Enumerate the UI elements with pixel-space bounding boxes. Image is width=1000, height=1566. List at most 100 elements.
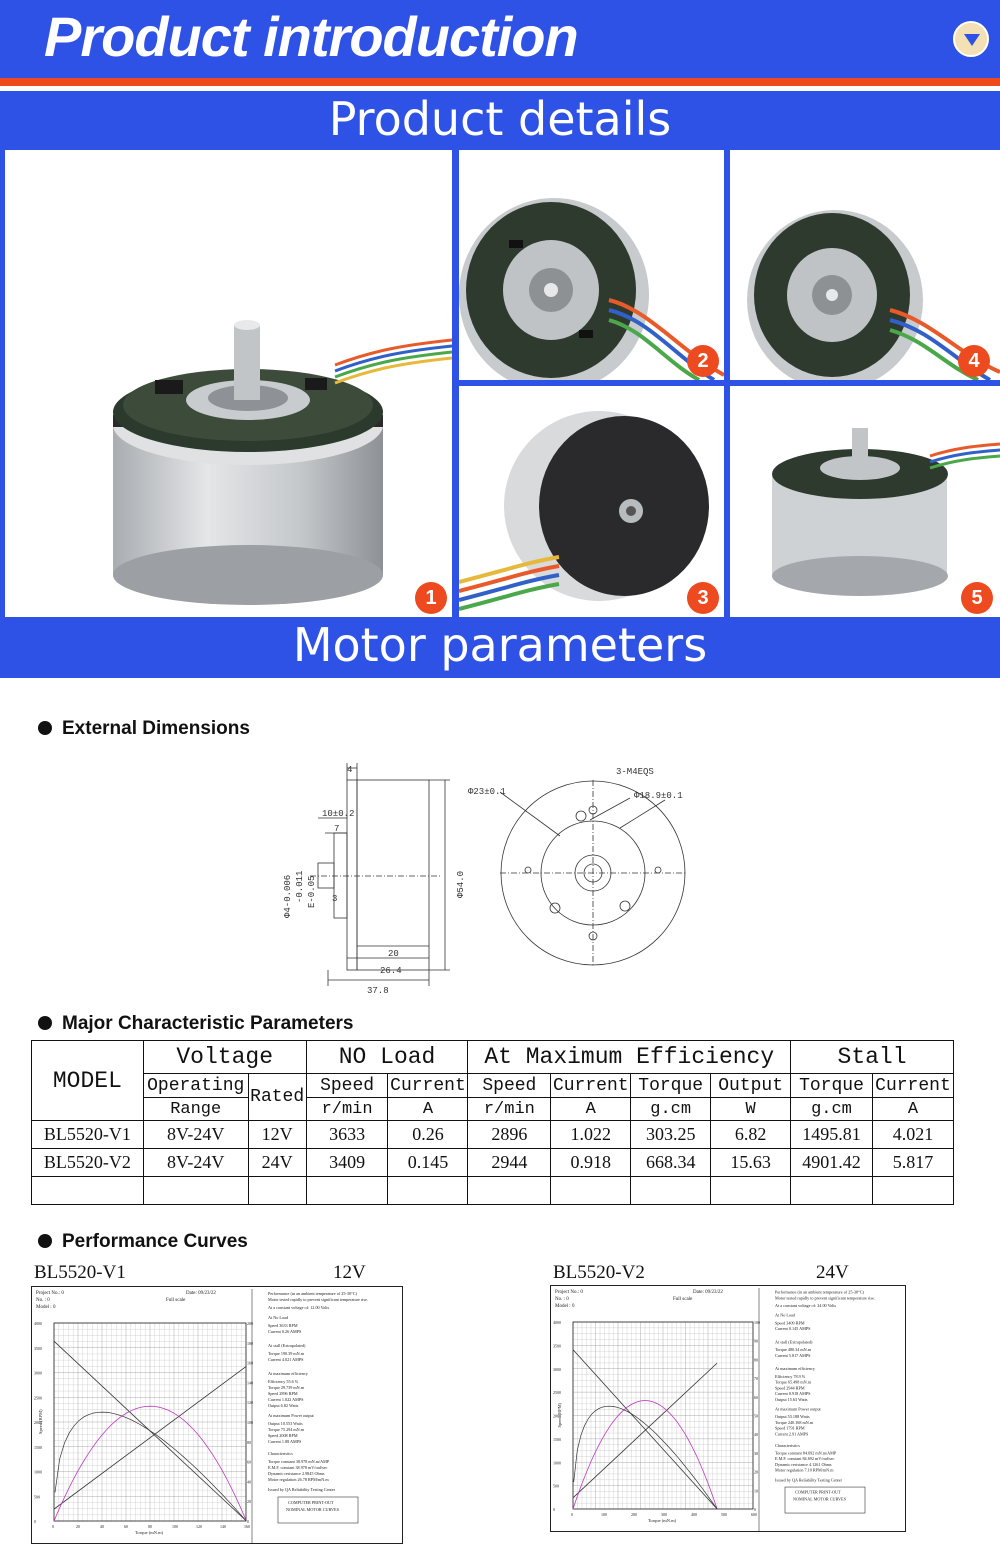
chart-frame: [572, 1321, 754, 1510]
table-unit: g.cm: [630, 1097, 712, 1121]
sheet-info-curr_nl: Current 0.26 AMPS: [268, 1329, 302, 1334]
dim-label-7: 7: [334, 824, 339, 834]
table-header-torque: Torque: [790, 1073, 873, 1098]
x-tick-label: 160: [244, 1524, 250, 1529]
y2-tick-label: 50: [754, 1414, 758, 1419]
y-tick-label: 2500: [34, 1395, 42, 1400]
photo-badge-1: 1: [415, 582, 447, 614]
dim-label-264: 26.4: [380, 966, 402, 976]
sheet-project: Project No.: 0: [36, 1291, 64, 1296]
x-tick-label: 300: [661, 1512, 667, 1517]
power-curve: [53, 1405, 247, 1522]
x-axis-label: Torque (mN.m): [135, 1530, 164, 1535]
sheet-info-curr_nl: Current 0.145 AMPS: [775, 1326, 811, 1331]
product-details-title: Product details: [328, 92, 672, 146]
sheet-info-dr: Dynamic resistance 2.9845 Ohms: [268, 1471, 325, 1476]
x-tick-label: 20: [76, 1524, 80, 1529]
table-cell: 2896: [467, 1120, 552, 1149]
efficiency-curve: [54, 1411, 247, 1521]
table-header-output: Output: [710, 1073, 792, 1098]
table-cell: 4901.42: [790, 1148, 873, 1177]
dim-label-10: 10±0.2: [322, 809, 354, 819]
table-row-empty: [31, 1176, 955, 1205]
sheet-info-maxpow: At maximum Power output: [775, 1406, 822, 1411]
power-curve: [572, 1400, 718, 1510]
table-cell: 0.918: [550, 1148, 632, 1177]
sheet-info-maxeff: At maximum efficiency: [268, 1371, 309, 1376]
sheet-info-speed_nl: Speed 3409 RPM: [775, 1320, 805, 1325]
y-tick-label: 1500: [553, 1437, 561, 1442]
sheet-info-tk: Torque constant 84.692 mN.m/AMP: [775, 1450, 837, 1455]
sheet-info-perf: Performance (in an ambient temperature o…: [775, 1290, 864, 1295]
current-curve: [572, 1362, 718, 1499]
table-header-max-efficiency: At Maximum Efficiency: [467, 1040, 792, 1074]
product-photo-3[interactable]: 3: [459, 386, 724, 617]
section-heading-dimensions: External Dimensions: [38, 718, 250, 740]
curve-model-label: BL5520-V1: [34, 1262, 126, 1283]
y2-tick-label: 30: [754, 1451, 758, 1456]
y-tick-label: 500: [553, 1484, 559, 1489]
table-header-current: Current: [387, 1073, 469, 1098]
sheet-info-eff: Efficiency 78.9 %: [775, 1374, 806, 1379]
product-photo-2[interactable]: 2: [459, 150, 724, 380]
table-cell: BL5520-V2: [31, 1148, 144, 1177]
dimension-drawing: 4 10±0.2 7 3 20 26.4 37.8 Φ4-0.006 -0.01…: [283, 763, 686, 996]
sheet-note-1: COMPUTER PRINT-OUT: [288, 1500, 334, 1505]
table-header-voltage: Voltage: [142, 1040, 307, 1074]
chevron-down-icon[interactable]: [953, 21, 989, 57]
x-tick-label: 40: [100, 1524, 104, 1529]
sheet-info-curr_mp: Current 2.91 AMPS: [775, 1431, 809, 1436]
x-tick-label: 140: [220, 1524, 226, 1529]
product-photo-5[interactable]: 5: [730, 386, 1000, 617]
x-tick-label: 400: [691, 1512, 697, 1517]
motor-image-side: [113, 320, 452, 605]
y2-tick-label: 20: [247, 1499, 251, 1504]
sheet-info-torque_st: Torque 190.39 mN.m: [268, 1351, 305, 1356]
product-photo-4[interactable]: 4: [730, 150, 1000, 380]
bullet-icon: [38, 1234, 52, 1248]
y-axis-label: Speed (RPM): [557, 1402, 562, 1427]
table-header-torque: Torque: [630, 1073, 712, 1098]
curve-model-label: BL5520-V2: [553, 1262, 645, 1283]
y-tick-label: 0: [553, 1507, 555, 1512]
y-tick-label: 1000: [553, 1460, 561, 1465]
table-cell: 0.145: [387, 1148, 469, 1177]
table-unit: A: [871, 1097, 955, 1121]
bullet-icon: [38, 721, 52, 735]
sheet-info-speed_mp: Speed 2008 RPM: [268, 1433, 298, 1438]
motor-image-side-small: [772, 428, 1000, 596]
dim-label-shaft-e: E-0.05: [307, 876, 317, 908]
table-row: BL5520-V1 8V-24V 12V 3633 0.26 2896 1.02…: [31, 1120, 955, 1149]
y2-tick-label: 40: [754, 1432, 758, 1437]
parameters-table: MODEL Voltage NO Load At Maximum Efficie…: [31, 1040, 955, 1205]
table-header-range: Range: [142, 1097, 249, 1121]
page-title: Product introduction: [44, 5, 579, 68]
table-cell: 3409: [305, 1148, 389, 1177]
x-tick-label: 60: [124, 1524, 128, 1529]
product-photo-1[interactable]: 1: [5, 150, 452, 617]
sheet-no: No. : 0: [36, 1298, 50, 1303]
sheet-info-emf: E.M.F. constant 38.978 mV/rad/sec: [268, 1465, 327, 1470]
sheet-model: Model : 0: [555, 1304, 575, 1309]
y2-tick-label: 0: [247, 1519, 249, 1524]
table-cell: 24V: [247, 1148, 307, 1177]
sheet-info-curr_st: Current 5.817 AMPS: [775, 1353, 811, 1358]
table-cell: BL5520-V1: [31, 1120, 144, 1149]
y2-tick-label: 200: [247, 1321, 253, 1326]
table-unit: g.cm: [790, 1097, 873, 1121]
table-header-operating: Operating: [142, 1073, 249, 1098]
dim-label-dia23: Φ23±0.1: [468, 787, 506, 797]
x-tick-label: 100: [601, 1512, 607, 1517]
x-tick-label: 80: [148, 1524, 152, 1529]
x-tick-label: 200: [631, 1512, 637, 1517]
table-unit: A: [387, 1097, 469, 1121]
sheet-info-dr: Dynamic resistance 4.1261 Ohms: [775, 1462, 832, 1467]
table-cell: 6.82: [710, 1120, 792, 1149]
sheet-info-out_mp: Output 10.553 Watts: [268, 1421, 303, 1426]
motor-image-back-angled: [747, 210, 1000, 380]
table-row: BL5520-V2 8V-24V 24V 3409 0.145 2944 0.9…: [31, 1148, 955, 1177]
section-heading-characteristic: Major Characteristic Parameters: [38, 1013, 353, 1035]
table-cell: 4.021: [871, 1120, 955, 1149]
